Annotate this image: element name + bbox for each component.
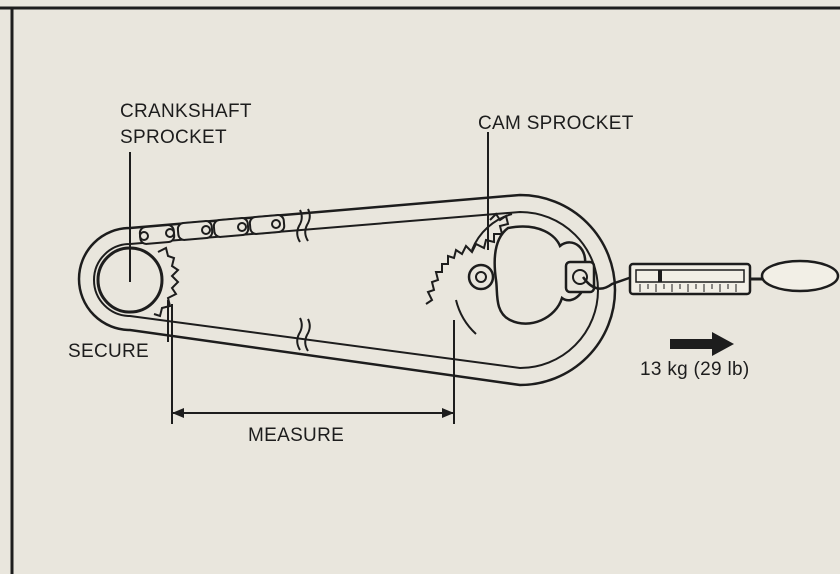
cam-center-bolt: [467, 263, 495, 291]
secure-label: SECURE: [68, 341, 149, 362]
measure-arrow-left: [172, 408, 184, 418]
hook-bracket: [564, 260, 596, 294]
hook-wire: [581, 275, 633, 290]
chain-outer-loop: [77, 193, 617, 387]
hook-bracket-hole: [572, 269, 588, 285]
pull-arrow-icon: [670, 332, 734, 356]
crankshaft-sprocket-label-line2: SPROCKET: [120, 127, 227, 148]
measure-label: MEASURE: [248, 425, 345, 446]
crankshaft-sprocket-label-line1: CRANKSHAFT: [120, 101, 252, 122]
cam-sprocket-label: CAM SPROCKET: [478, 113, 634, 134]
crankshaft-teeth: [153, 246, 180, 318]
spring-scale-slot: [635, 269, 745, 283]
break-marks: [296, 208, 311, 352]
spring-scale-indicator: [658, 270, 662, 282]
measure-arrow-right: [442, 408, 454, 418]
cam-sprocket-body: [493, 225, 587, 325]
spring-scale-handle: [760, 259, 840, 293]
cam-sprocket-teeth: [425, 212, 510, 305]
chain-inner-loop: [93, 210, 599, 370]
spring-scale-ticks: [639, 284, 737, 292]
force-label: 13 kg (29 lb): [640, 359, 750, 380]
chain-links: [138, 214, 286, 245]
cam-center-hole: [475, 271, 487, 283]
